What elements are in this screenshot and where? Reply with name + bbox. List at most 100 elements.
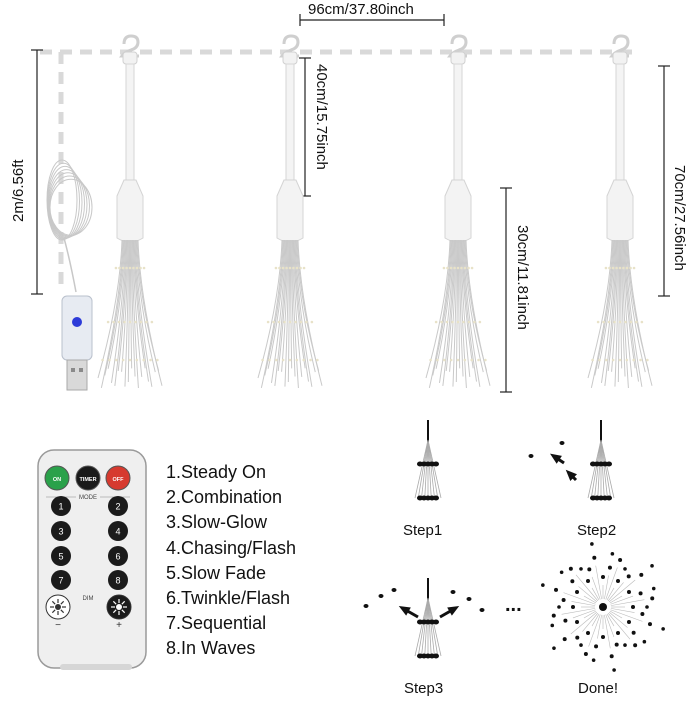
bead [433,495,439,501]
led-bead [132,266,135,270]
led-bead [128,320,132,324]
led-bead [443,358,446,362]
led-bead [272,320,275,324]
width-dimension-line [299,14,445,26]
led-bead [117,320,121,324]
spark [551,613,556,618]
led-bead [449,358,453,362]
burst-ray [606,613,615,627]
led-bead [477,358,480,362]
burst-ray [610,599,645,606]
bead [433,653,439,659]
spark [594,644,599,649]
burst-ray [609,610,623,619]
remote-button-face [75,465,101,491]
light-strand [590,239,614,389]
led-bead [277,320,281,324]
hook-clip [122,51,138,65]
spark [626,574,631,579]
arrow-icon [447,606,460,616]
dim-down-button [45,594,71,620]
light-strand [624,239,640,382]
cable-coil [46,159,78,241]
remote-number-button: 8 [108,570,128,590]
light-strand [110,239,126,384]
led-bead [598,358,601,362]
drop-short-dimension-line [299,57,311,197]
light-strand [295,239,316,373]
sun-icon [121,600,126,605]
led-bead [316,358,319,362]
strand [597,439,602,499]
spark [601,635,605,639]
light-strand [463,239,484,373]
spark [561,598,566,603]
led-bead [112,320,115,324]
spark [571,605,575,609]
sun-icon [112,609,117,614]
led-bead [274,266,278,270]
controller-box [61,295,93,361]
burst-ray [605,614,615,638]
burst-ray [583,595,597,604]
led-bead [456,266,460,270]
strand [421,439,429,499]
light-strand [460,239,471,377]
strand [424,439,429,499]
led-bead [123,320,126,324]
remote-button-label: 3 [58,527,63,537]
light-strand [287,239,291,382]
light-strand [462,239,481,387]
burst-ray [610,595,634,605]
spark [601,575,605,579]
burst-ray [572,609,596,619]
burst-ray [608,611,628,628]
led-bead [604,266,608,270]
led-bead [484,358,487,362]
led-bead [460,266,463,270]
step2-label: Step2 [577,522,617,539]
cable-coil [49,175,90,237]
strand [414,439,429,499]
light-strand [459,239,467,389]
drop-tall-label: 70cm/27.56inch [671,165,688,271]
remote-button-label: 5 [58,552,63,562]
light-strand [624,239,643,387]
spark [650,564,654,568]
spark [616,630,620,635]
strand [587,439,602,499]
remote-base [60,664,132,670]
spark [640,611,645,616]
led-bead [121,358,125,362]
spark [579,567,583,571]
spark [552,646,556,650]
led-bead [611,266,615,270]
light-strand [625,239,646,373]
spark [586,579,590,584]
spark [378,594,384,598]
light-strand [104,239,125,376]
light-strand [621,239,629,389]
led-bead [462,320,465,324]
led-bead [478,320,482,324]
done-illustration [541,542,665,672]
width-label: 96cm/37.80inch [308,1,414,18]
sun-icon [112,600,117,605]
led-bead [463,358,467,362]
firework-lights [97,34,653,389]
light-strand [124,239,130,387]
spark [631,630,636,635]
led-bead [302,358,305,362]
firework-light [257,34,323,389]
led-bead [121,266,125,270]
led-bead [139,320,143,324]
remote-button-label: 1 [58,502,63,512]
led-bead [596,320,600,324]
led-bead [142,266,146,270]
mode-caption: MODE [79,495,97,501]
strand [427,439,442,499]
light-strand [134,239,150,382]
led-bead [591,358,594,362]
light-strand [435,239,454,369]
burst-ray [606,587,615,601]
